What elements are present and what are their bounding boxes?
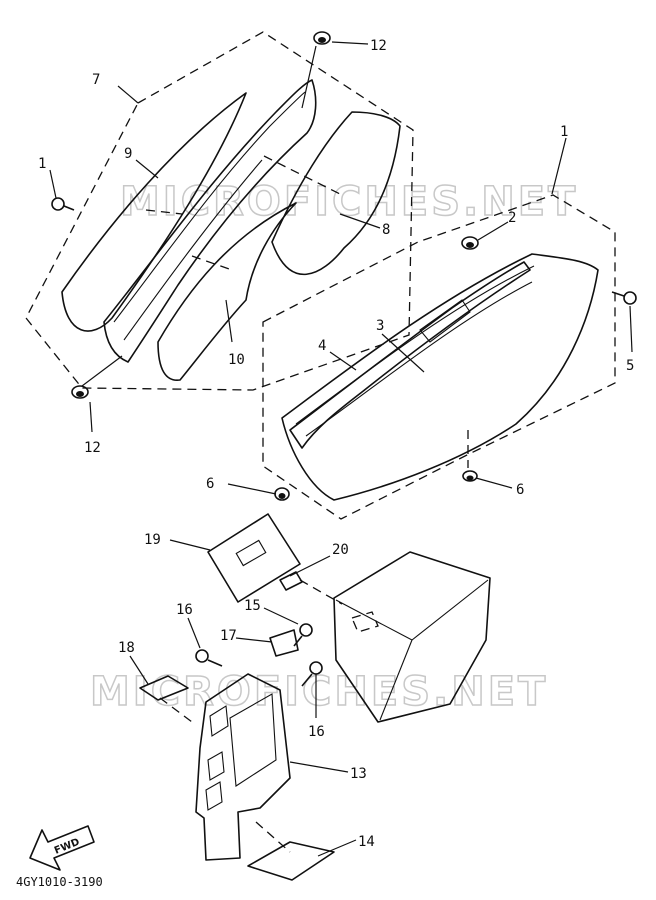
callout-16-left: 16 xyxy=(176,602,193,618)
callout-18: 18 xyxy=(118,640,135,656)
part-pad-18 xyxy=(139,675,189,701)
callout-1-left: 1 xyxy=(38,156,46,172)
fwd-arrow-icon: FWD xyxy=(29,825,95,871)
part-left-cover xyxy=(103,79,317,363)
callout-10: 10 xyxy=(228,352,245,368)
callout-16-right: 16 xyxy=(308,724,325,740)
callout-4: 4 xyxy=(318,338,326,354)
callout-12-top: 12 xyxy=(370,38,387,54)
grommet-12-top xyxy=(313,31,331,45)
callout-20: 20 xyxy=(332,542,349,558)
grommet-6-left xyxy=(274,487,290,501)
part-outer-panel xyxy=(61,92,247,332)
part-label-20 xyxy=(279,571,303,591)
part-box xyxy=(333,551,491,723)
bolt-15 xyxy=(293,623,313,647)
callout-8: 8 xyxy=(382,222,390,238)
watermark-bottom: MICROFICHES.NET xyxy=(90,669,548,715)
bolt-16-left xyxy=(195,649,223,667)
part-lower-cover xyxy=(157,202,297,381)
group-outline-left xyxy=(25,31,414,391)
callout-1-right: 1 xyxy=(560,124,568,140)
callout-15: 15 xyxy=(244,598,261,614)
part-right-cover xyxy=(281,253,599,501)
callout-2: 2 xyxy=(508,210,516,226)
watermark-top: MICROFICHES.NET xyxy=(120,179,578,225)
callout-12-bottom: 12 xyxy=(84,440,101,456)
side-cover-left-assembly xyxy=(51,31,401,399)
group-outline-right xyxy=(262,194,616,520)
part-plate-14 xyxy=(247,841,335,881)
callout-6-right: 6 xyxy=(516,482,524,498)
diagram-code: 4GY1010-3190 xyxy=(16,875,103,889)
callout-labels: 12 7 9 1 8 10 12 1 2 3 4 5 6 6 19 20 16 … xyxy=(16,38,634,889)
lower-assembly: FWD xyxy=(29,513,491,881)
callout-3: 3 xyxy=(376,318,384,334)
part-rear-pad xyxy=(271,111,401,276)
grommet-2 xyxy=(461,236,479,250)
part-inner-frame xyxy=(289,261,531,449)
callout-5: 5 xyxy=(626,358,634,374)
side-cover-right-assembly xyxy=(274,236,637,501)
fwd-label: FWD xyxy=(53,837,81,857)
callout-13: 13 xyxy=(350,766,367,782)
callout-19: 19 xyxy=(144,532,161,548)
leader-lines xyxy=(49,41,633,857)
grommet-6-right xyxy=(462,470,478,482)
part-clip-17 xyxy=(269,629,299,657)
screw-5 xyxy=(611,291,637,305)
callout-14: 14 xyxy=(358,834,375,850)
callout-6-left: 6 xyxy=(206,476,214,492)
screw-1-left xyxy=(51,197,75,211)
callout-9: 9 xyxy=(124,146,132,162)
part-bracket-13 xyxy=(195,673,291,861)
callout-17: 17 xyxy=(220,628,237,644)
part-plate-19 xyxy=(207,513,301,603)
callout-7: 7 xyxy=(92,72,100,88)
grommet-12-bottom xyxy=(71,385,89,399)
